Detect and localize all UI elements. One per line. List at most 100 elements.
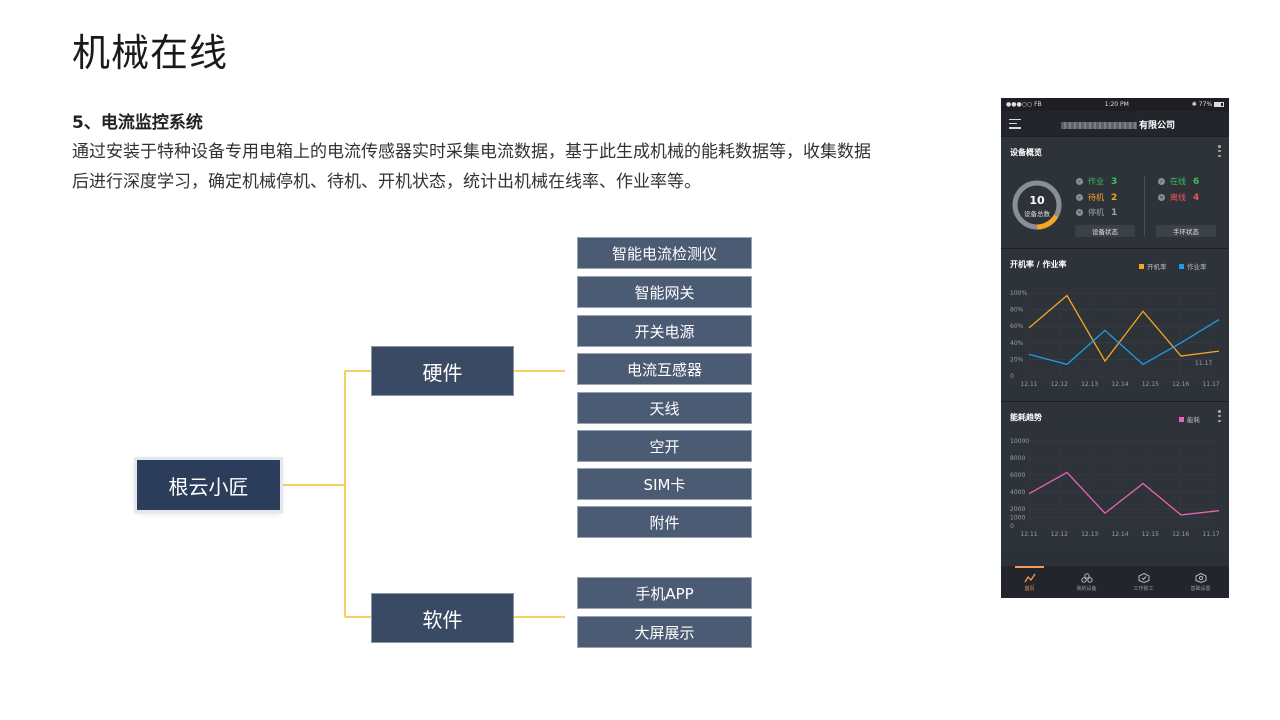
y-tick-label: 10000 [1010,438,1029,445]
software-item: 大屏展示 [577,616,752,648]
stat-stopped-value: 1 [1111,207,1118,218]
menu-icon[interactable] [1009,118,1021,129]
tree-hardware-node: 硬件 [371,346,514,396]
overview-divider [1144,176,1145,236]
tab-home[interactable]: 首页 [1001,566,1058,598]
x-tick-label: 12.16 [1172,531,1189,538]
stat-offline-label: 离线 [1170,193,1186,202]
y-tick-label: 0 [1010,523,1014,530]
rate-legend-open: 开机率 [1139,261,1167,271]
phone-tab-bar: 首页 我的设备 工作报工 基础设置 [1001,566,1229,598]
y-tick-label: 6000 [1010,472,1025,479]
stat-stopped-label: 停机 [1088,208,1104,217]
series-line [1028,294,1220,363]
tree-software-node: 软件 [371,593,514,643]
tab-settings[interactable]: 基础设置 [1172,566,1229,598]
y-tick-label: 0 [1010,373,1014,380]
rate-annotation: 11.17 [1195,360,1212,367]
device-total-number: 10 [1029,194,1045,207]
y-tick-label: 2000 [1010,506,1025,513]
stat-working-label: 作业 [1088,177,1104,186]
stat-standby: ✓ 待机 2 [1076,192,1117,203]
stat-working-value: 3 [1111,176,1118,187]
report-icon [1138,572,1149,583]
check-icon: ✓ [1076,194,1083,201]
tab-my-devices[interactable]: 我的设备 [1058,566,1115,598]
y-tick-label: 100% [1010,290,1027,297]
hardware-item: 智能电流检测仪 [577,237,752,269]
battery-indicator: ✱ 77% [1192,101,1224,108]
more-icon[interactable] [1218,410,1221,422]
hardware-item: 附件 [577,506,752,538]
hardware-item: 智能网关 [577,276,752,308]
x-tick-label: 12.15 [1142,531,1159,538]
x-tick-label: 11.17 [1202,531,1219,538]
x-tick-label: 12.12 [1051,531,1068,538]
phone-screenshot: ●●●○○ FB 1:20 PM ✱ 77% 有限公司 设备概览 10 设备总数… [1001,98,1229,598]
battery-icon [1214,102,1224,107]
section-heading: 5、电流监控系统 [72,113,203,133]
device-total-ring [1012,180,1062,230]
x-tick-label: 12.16 [1172,381,1189,388]
chart-icon [1023,573,1036,582]
hardware-item: SIM卡 [577,468,752,500]
x-tick-label: 12.11 [1020,381,1037,388]
settings-icon [1195,572,1206,583]
y-tick-label: 4000 [1010,489,1025,496]
series-line [1028,471,1220,516]
time-label: 1:20 PM [1104,101,1129,108]
bracelet-status-button[interactable]: 手环状态 [1156,225,1216,237]
company-name: 有限公司 [1061,118,1175,131]
hardware-item: 天线 [577,392,752,424]
series-line [1028,319,1220,366]
device-total-label: 设备总数 [1024,210,1050,218]
stat-online: ✓ 在线 6 [1158,176,1199,187]
description-line-1: 通过安装于特种设备专用电箱上的电流传感器实时采集电流数据，基于此生成机械的能耗数… [72,142,871,162]
battery-label: 77% [1198,101,1213,108]
device-status-button[interactable]: 设备状态 [1075,225,1135,237]
more-icon[interactable] [1218,145,1221,157]
stat-offline: ✕ 离线 4 [1158,192,1199,203]
x-tick-label: 12.12 [1051,381,1068,388]
stat-online-value: 6 [1193,176,1200,187]
x-tick-label: 12.14 [1111,531,1128,538]
tree-root-node: 根云小匠 [137,460,280,510]
x-tick-label: 12.15 [1142,381,1159,388]
overview-title: 设备概览 [1010,148,1042,157]
phone-status-bar: ●●●○○ FB 1:20 PM ✱ 77% [1001,98,1229,111]
rate-legend-work: 作业率 [1179,261,1207,271]
close-icon: ✕ [1158,194,1165,201]
hardware-item: 电流互感器 [577,353,752,385]
check-icon: ✓ [1076,178,1083,185]
x-tick-label: 11.17 [1202,381,1219,388]
software-item: 手机APP [577,577,752,609]
x-tick-label: 12.13 [1081,531,1098,538]
stat-offline-value: 4 [1193,192,1200,203]
rate-chart-title: 开机率 / 作业率 [1010,260,1067,269]
x-tick-label: 12.14 [1111,381,1128,388]
energy-legend: 能耗 [1179,414,1200,424]
description-line-2: 后进行深度学习，确定机械停机、待机、开机状态，统计出机械在线率、作业率等。 [72,172,701,192]
devices-icon [1080,572,1093,583]
stat-standby-label: 待机 [1088,193,1104,202]
page-title: 机械在线 [72,31,229,75]
y-tick-label: 1000 [1010,515,1025,522]
energy-chart-title: 能耗趋势 [1010,413,1042,422]
y-tick-label: 80% [1010,307,1024,314]
redacted-text [1061,122,1137,129]
bluetooth-icon: ✱ [1191,101,1197,108]
y-tick-label: 8000 [1010,455,1025,462]
phone-header: 有限公司 [1001,111,1229,136]
stat-working: ✓ 作业 3 [1076,176,1117,187]
x-tick-label: 12.13 [1081,381,1098,388]
stat-standby-value: 2 [1111,192,1118,203]
x-tick-label: 12.11 [1020,531,1037,538]
check-icon: ✓ [1158,178,1165,185]
tab-work-report[interactable]: 工作报工 [1115,566,1172,598]
close-icon: ✕ [1076,209,1083,216]
hardware-item: 空开 [577,430,752,462]
